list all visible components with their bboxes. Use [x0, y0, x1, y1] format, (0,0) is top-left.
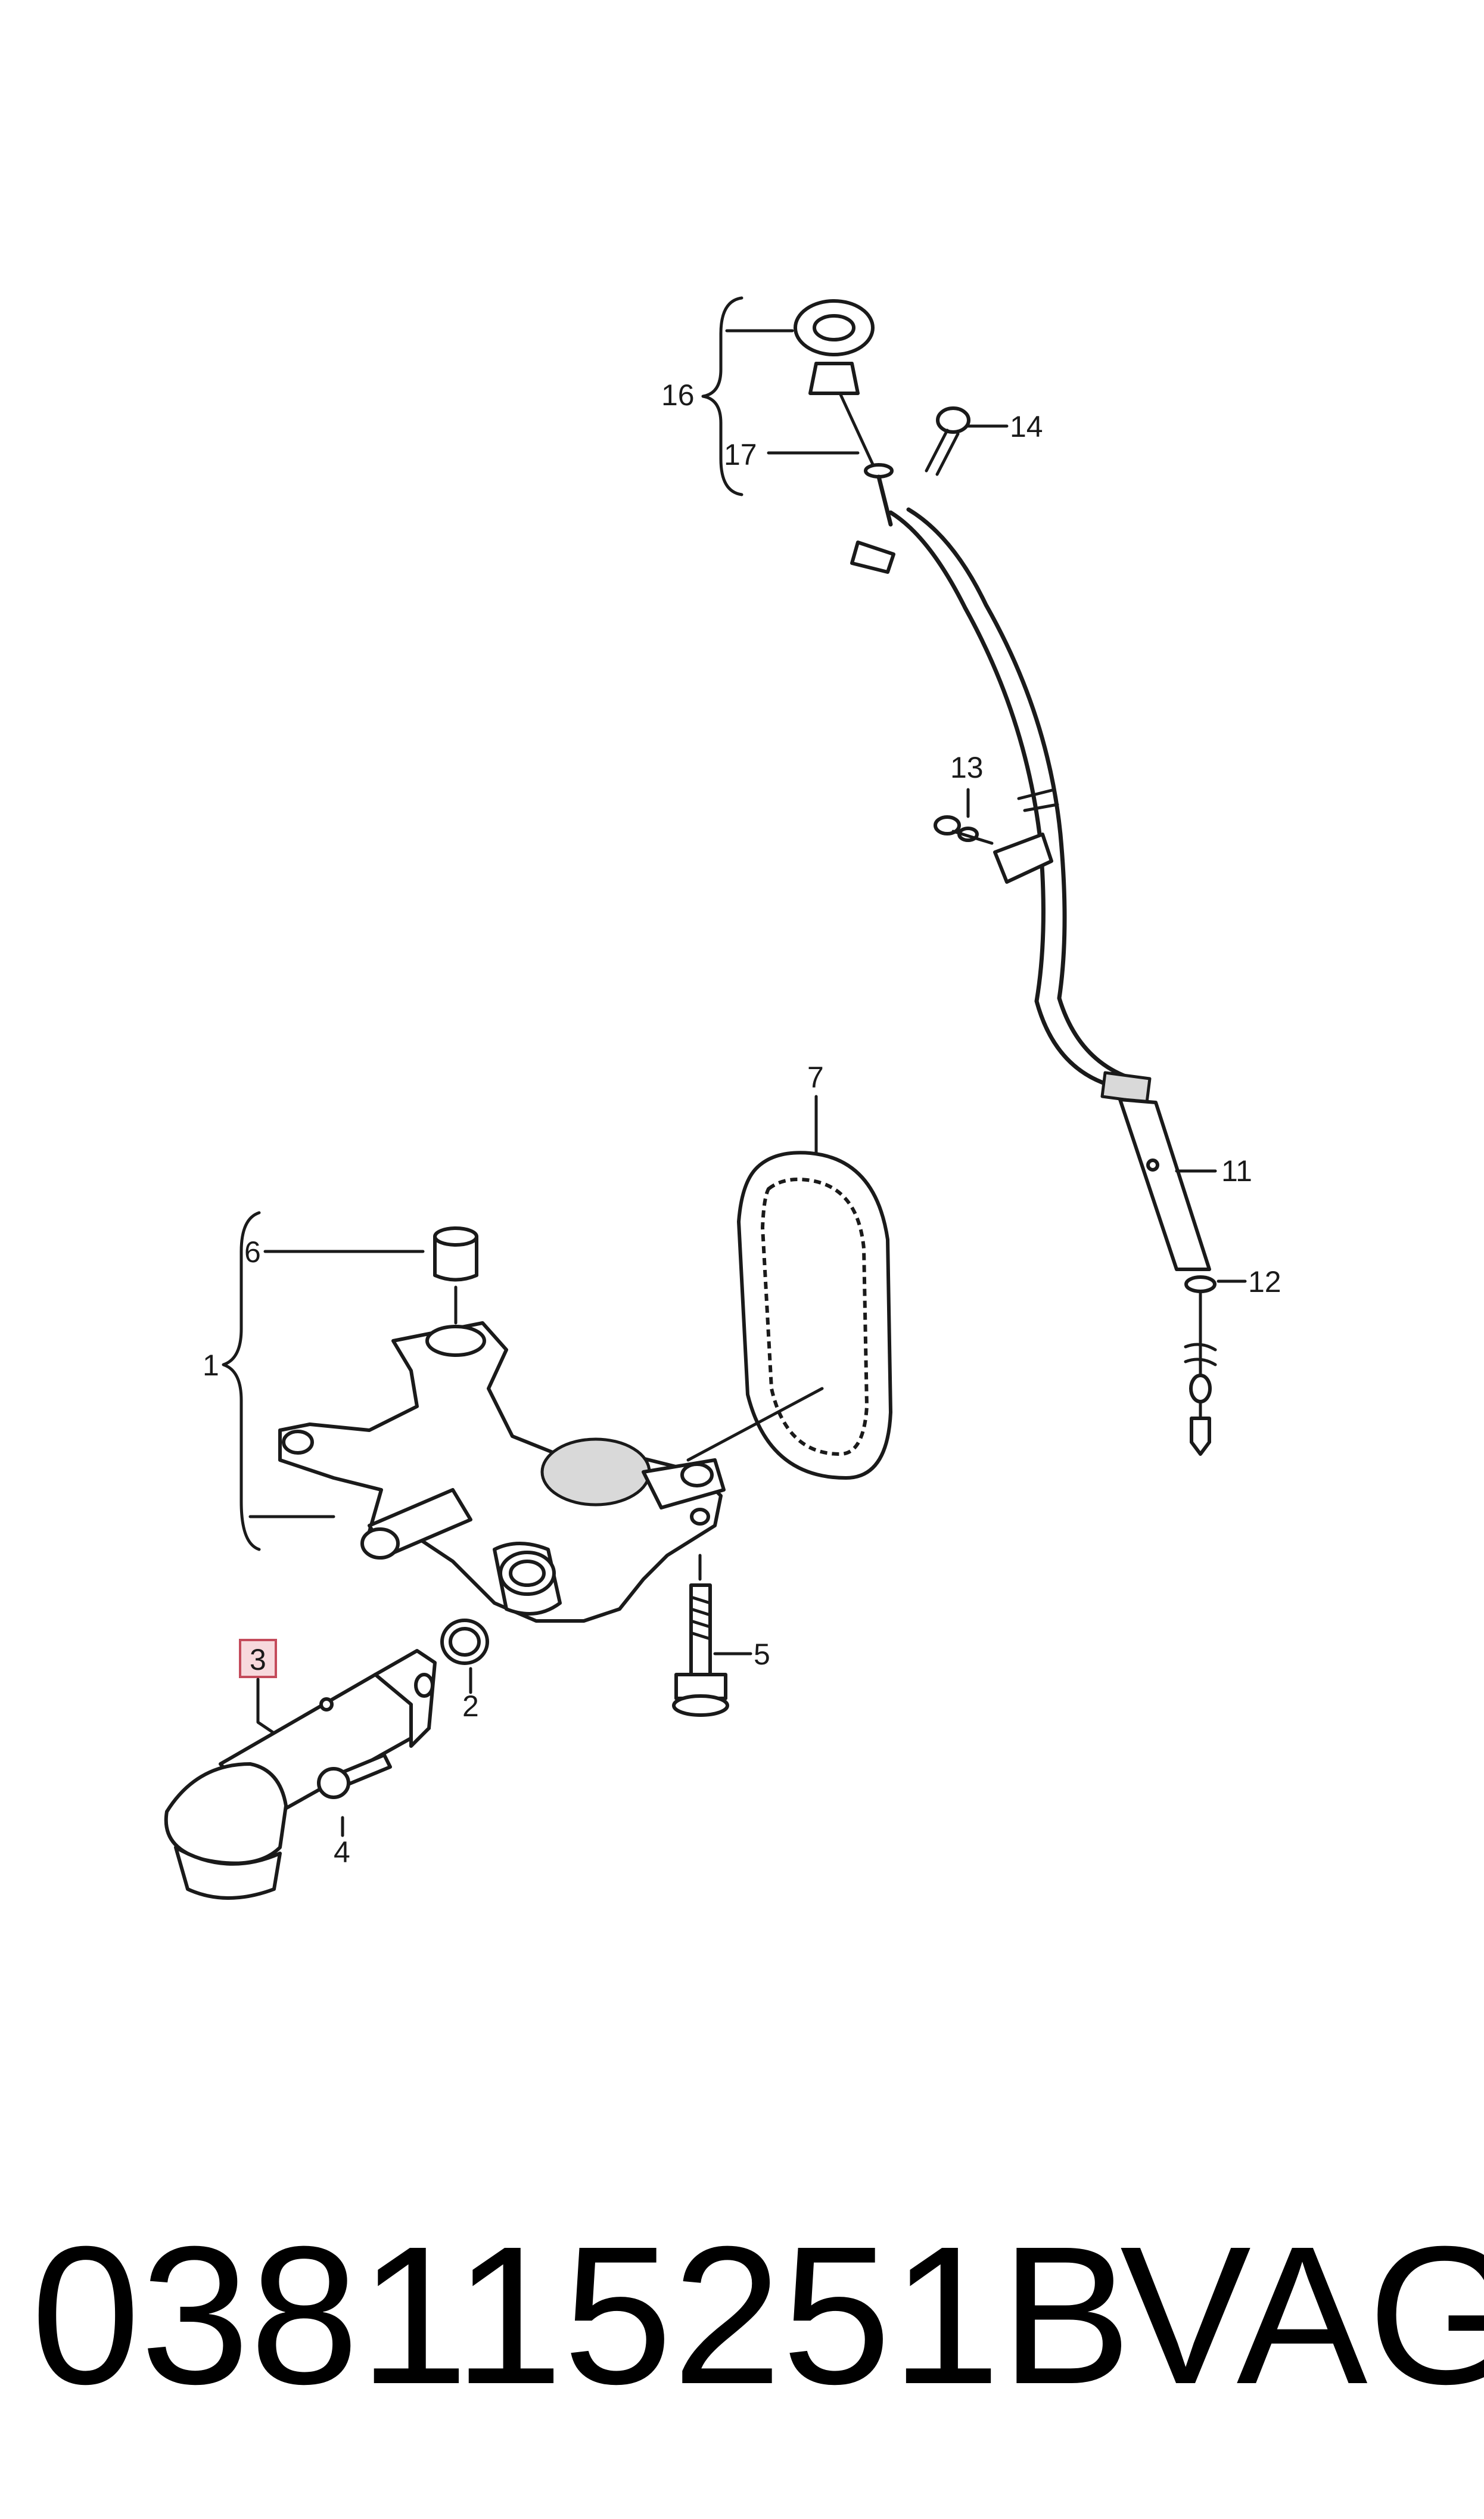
callout-labels: 16 17 14 13 11 12 7 6 1 5 2 3 4	[203, 378, 1281, 1869]
bolt-5	[672, 1554, 752, 1717]
callout-14: 14	[1010, 410, 1043, 443]
belt-teeth	[761, 1178, 869, 1456]
bolt-4	[317, 1753, 392, 1837]
tube-bracket-13	[993, 833, 1053, 884]
callout-13: 13	[950, 751, 984, 784]
tube-11-hole	[1146, 1158, 1159, 1172]
sleeve-6	[433, 1226, 478, 1282]
callout-3-highlight	[239, 1639, 277, 1678]
guide-tube-left	[888, 510, 1110, 1087]
dipstick-rod-top	[838, 392, 878, 473]
bracket-1	[222, 1211, 261, 1551]
guide-tube-right	[906, 507, 1134, 1081]
pump-sprocket	[540, 1437, 651, 1507]
callout-1: 1	[203, 1349, 219, 1382]
callout-16: 16	[661, 378, 695, 412]
pump-shaft-end	[360, 1527, 400, 1560]
pump-outlet-bore	[509, 1560, 546, 1587]
bracket-16	[701, 296, 743, 496]
brand-name: VAG	[1120, 2205, 1484, 2425]
flange-bolt-hole	[690, 1508, 710, 1526]
callout-17: 17	[724, 438, 757, 471]
bolt-5-head	[674, 1673, 727, 1700]
rod-marker	[1189, 1374, 1212, 1403]
tube-upper	[876, 474, 893, 527]
intake-strainer-base	[174, 1846, 282, 1900]
leader-3	[256, 1678, 282, 1739]
dipstick-ring-hole	[813, 314, 855, 341]
bolt-4-head	[317, 1767, 350, 1799]
oil-intake-pipe-3	[164, 1639, 437, 1900]
callout-2: 2	[462, 1689, 479, 1723]
dipstick-plug	[808, 362, 860, 395]
tube-lower-11	[1100, 1071, 1247, 1456]
dipstick-assembly	[701, 296, 1134, 1087]
tube-11-body	[1118, 1098, 1211, 1271]
oil-pump-assembly	[222, 1211, 726, 1623]
intake-pipe-hole	[319, 1697, 334, 1712]
callout-4: 4	[334, 1835, 350, 1869]
intake-strainer-bell	[164, 1762, 288, 1865]
callout-12: 12	[1248, 1265, 1281, 1299]
belt-leader-line	[686, 1387, 824, 1462]
tube-clip	[1017, 788, 1059, 812]
bolt-5-flange	[672, 1694, 729, 1717]
bolt-13	[934, 815, 994, 845]
callout-7: 7	[807, 1061, 824, 1094]
tube-sleeve	[1100, 1071, 1152, 1104]
pump-mount-hole	[282, 1430, 314, 1455]
intake-flange-hole	[414, 1673, 434, 1698]
o-ring-2	[440, 1619, 489, 1694]
callout-11: 11	[1221, 1154, 1252, 1188]
rod-tip	[1190, 1417, 1211, 1456]
callout-3: 3	[250, 1643, 266, 1676]
flange-hole	[680, 1462, 714, 1487]
callout-5: 5	[754, 1638, 770, 1671]
seal-12	[1184, 1275, 1217, 1293]
tube-bracket-top	[850, 541, 895, 574]
rod-break-mark	[1184, 1343, 1217, 1366]
part-number: 038115251B	[31, 2205, 1132, 2425]
callout-6: 6	[244, 1235, 261, 1269]
bolt-14	[925, 406, 970, 476]
pump-mount-ear	[425, 1325, 486, 1357]
toothed-belt-7	[686, 1095, 892, 1480]
bolt-5-thread	[689, 1595, 712, 1641]
